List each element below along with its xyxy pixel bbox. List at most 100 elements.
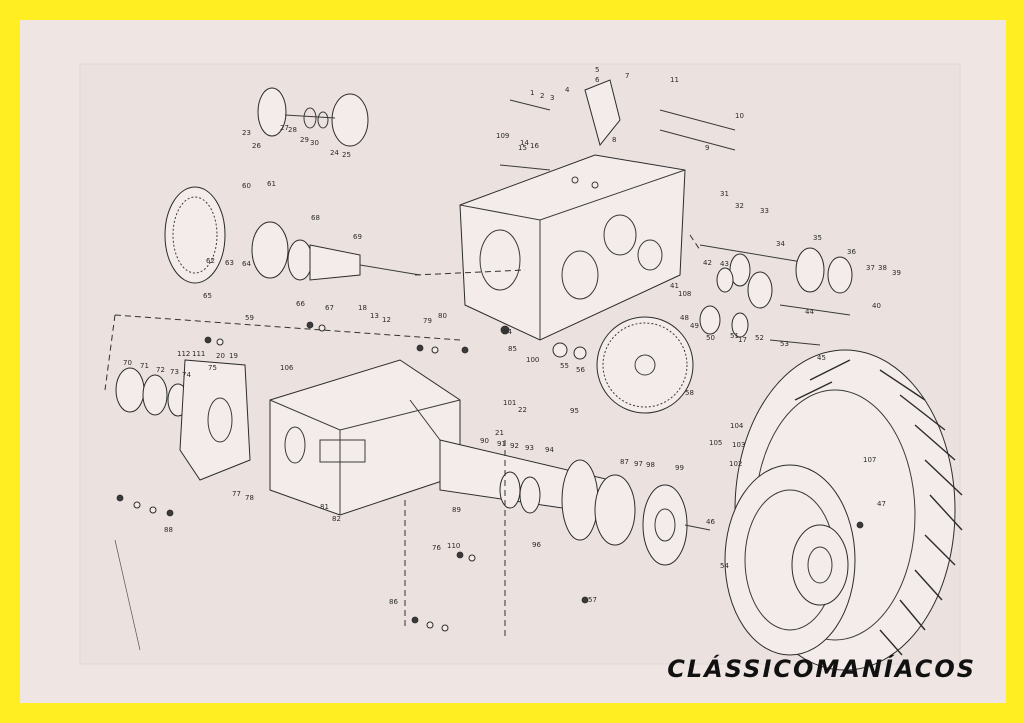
part-callout-104: 104 (730, 422, 744, 430)
part-callout-38: 38 (878, 264, 887, 272)
part-callout-90: 90 (480, 437, 489, 445)
part-callout-14: 14 (520, 139, 529, 147)
part-callout-31: 31 (720, 190, 729, 198)
part-callout-72: 72 (156, 366, 165, 374)
part-callout-30: 30 (310, 139, 319, 147)
part-callout-1: 1 (530, 89, 534, 97)
part-callout-26: 26 (252, 142, 261, 150)
part-callout-70: 70 (123, 359, 132, 367)
part-callout-63: 63 (225, 259, 234, 267)
part-callout-112: 112 (177, 350, 190, 358)
part-callout-50: 50 (706, 334, 715, 342)
part-callout-58: 58 (685, 389, 694, 397)
part-callout-37: 37 (866, 264, 875, 272)
part-callout-59: 59 (245, 314, 254, 322)
part-callout-51: 51 (730, 332, 739, 340)
part-callout-16: 16 (530, 142, 539, 150)
part-callout-40: 40 (872, 302, 881, 310)
part-callout-64: 64 (242, 260, 251, 268)
part-callout-9: 9 (705, 144, 709, 152)
part-callout-61: 61 (267, 180, 276, 188)
part-callout-80: 80 (438, 312, 447, 320)
part-callout-10: 10 (735, 112, 744, 120)
part-callout-91: 91 (497, 440, 506, 448)
part-callout-52: 52 (755, 334, 764, 342)
part-callout-98: 98 (646, 461, 655, 469)
part-callout-85: 85 (508, 345, 517, 353)
part-callout-28: 28 (288, 126, 297, 134)
part-callout-57: 57 (588, 596, 597, 604)
final-drive (404, 440, 711, 640)
part-callout-42: 42 (703, 259, 712, 267)
part-callout-7: 7 (625, 72, 629, 80)
part-callout-4: 4 (565, 86, 570, 94)
part-callout-81: 81 (320, 503, 329, 511)
part-callout-103: 103 (732, 441, 745, 449)
part-callout-110: 110 (447, 542, 460, 550)
part-callout-82: 82 (332, 515, 341, 523)
part-callout-46: 46 (706, 518, 715, 526)
part-callout-45: 45 (817, 354, 826, 362)
part-callout-49: 49 (690, 322, 699, 330)
part-callout-101: 101 (503, 399, 516, 407)
rear-wheel (724, 349, 963, 671)
part-callout-107: 107 (863, 456, 876, 464)
part-callout-56: 56 (576, 366, 585, 374)
part-callout-93: 93 (525, 444, 534, 452)
part-callout-111: 111 (192, 350, 205, 358)
part-callout-74: 74 (182, 371, 191, 379)
part-callout-53: 53 (780, 340, 789, 348)
part-callout-44: 44 (805, 308, 814, 316)
exploded-parts-diagram: 1234567891011121314151617181920212223242… (79, 63, 963, 671)
part-callout-73: 73 (170, 368, 179, 376)
part-callout-67: 67 (325, 304, 334, 312)
part-callout-20: 20 (216, 352, 225, 360)
part-callout-71: 71 (140, 362, 149, 370)
part-callout-2: 2 (540, 92, 544, 100)
part-callout-66: 66 (296, 300, 305, 308)
part-callout-55: 55 (560, 362, 569, 370)
part-callout-11: 11 (670, 76, 679, 84)
part-callout-87: 87 (620, 458, 629, 466)
part-callout-23: 23 (242, 129, 251, 137)
part-callout-12: 12 (382, 316, 391, 324)
part-callout-27: 27 (280, 124, 289, 132)
part-callout-95: 95 (570, 407, 579, 415)
part-callout-84: 84 (503, 328, 512, 336)
part-callout-65: 65 (203, 292, 212, 300)
part-callout-88: 88 (164, 526, 173, 534)
part-callout-41: 41 (670, 282, 679, 290)
differential-assembly (164, 87, 421, 284)
part-callout-8: 8 (612, 136, 616, 144)
part-callout-89: 89 (452, 506, 461, 514)
part-callout-19: 19 (229, 352, 238, 360)
part-callout-100: 100 (526, 356, 539, 364)
part-callout-77: 77 (232, 490, 241, 498)
part-callout-94: 94 (545, 446, 554, 454)
part-callout-79: 79 (423, 317, 432, 325)
part-callout-5: 5 (595, 66, 599, 74)
part-callout-15: 15 (518, 144, 527, 152)
part-callout-78: 78 (245, 494, 254, 502)
part-callout-34: 34 (776, 240, 785, 248)
gearbox-housing (459, 154, 686, 341)
part-callout-29: 29 (300, 136, 309, 144)
part-callout-48: 48 (680, 314, 689, 322)
part-callout-102: 102 (729, 460, 742, 468)
part-callout-32: 32 (735, 202, 744, 210)
part-callout-69: 69 (353, 233, 362, 241)
part-callout-35: 35 (813, 234, 822, 242)
part-callout-68: 68 (311, 214, 320, 222)
part-callout-60: 60 (242, 182, 251, 190)
part-callout-54: 54 (720, 562, 729, 570)
part-callout-105: 105 (709, 439, 722, 447)
part-callout-75: 75 (208, 364, 217, 372)
gear-shafts (414, 79, 853, 346)
fasteners (116, 321, 864, 632)
part-callout-24: 24 (330, 149, 339, 157)
part-callout-43: 43 (720, 260, 729, 268)
part-callout-86: 86 (389, 598, 398, 606)
part-callout-106: 106 (280, 364, 294, 372)
